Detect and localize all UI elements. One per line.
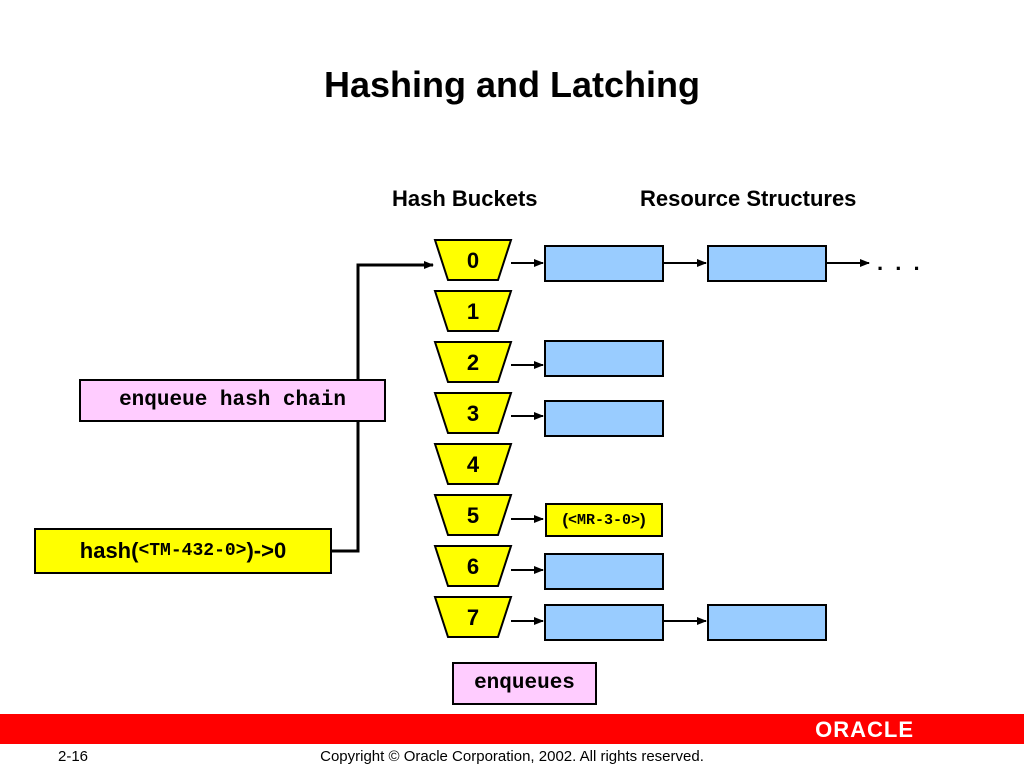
bucket-0-label: 0 xyxy=(467,248,479,273)
hash-buckets-header: Hash Buckets xyxy=(392,186,538,211)
bucket-5: 5 xyxy=(433,494,513,536)
more-resources-ellipsis: . . . xyxy=(877,250,923,275)
bucket-3: 3 xyxy=(433,392,513,434)
hash-call-label: hash(<TM-432-0>)->0 xyxy=(34,528,332,574)
mr-arg: <MR-3-0> xyxy=(567,511,640,529)
resource-0b xyxy=(707,245,827,282)
slide-title: Hashing and Latching xyxy=(323,64,700,105)
bucket-arrows xyxy=(511,259,870,625)
oracle-logo: ORACLE xyxy=(815,717,914,742)
bucket-1: 1 xyxy=(433,290,513,332)
bucket-1-label: 1 xyxy=(467,299,479,324)
bucket-2: 2 xyxy=(433,341,513,383)
hash-diagram: 0 1 2 3 4 5 6 7 xyxy=(332,239,870,641)
bucket-0: 0 xyxy=(433,239,513,281)
mr-open-paren: ( xyxy=(562,510,568,529)
bucket-6-label: 6 xyxy=(467,554,479,579)
bucket-4: 4 xyxy=(433,443,513,485)
mr-close-paren: ) xyxy=(640,510,646,529)
hash-prefix: hash( xyxy=(79,538,139,563)
resource-structures-header: Resource Structures xyxy=(640,186,857,211)
footer-bar xyxy=(0,714,1024,744)
bucket-6: 6 xyxy=(433,545,513,587)
bucket-2-label: 2 xyxy=(467,350,479,375)
enqueues-label: enqueues xyxy=(452,662,597,705)
resource-0a xyxy=(544,245,664,282)
bucket-5-label: 5 xyxy=(467,503,479,528)
hash-arg: <TM-432-0> xyxy=(138,541,247,561)
page-number: 2-16 xyxy=(58,748,89,765)
bucket-7: 7 xyxy=(433,596,513,638)
resource-7a xyxy=(544,604,664,641)
resource-5-label: (<MR-3-0>) xyxy=(545,503,663,537)
copyright-text: Copyright © Oracle Corporation, 2002. Al… xyxy=(320,748,704,765)
resource-3 xyxy=(544,400,664,437)
bucket-7-label: 7 xyxy=(467,605,479,630)
resource-6 xyxy=(544,553,664,590)
resource-7b xyxy=(707,604,827,641)
enqueue-hash-chain-label: enqueue hash chain xyxy=(79,379,386,422)
bucket-4-label: 4 xyxy=(467,452,480,477)
hash-suffix: )->0 xyxy=(246,538,287,563)
bucket-3-label: 3 xyxy=(467,401,479,426)
resource-2 xyxy=(544,340,664,377)
